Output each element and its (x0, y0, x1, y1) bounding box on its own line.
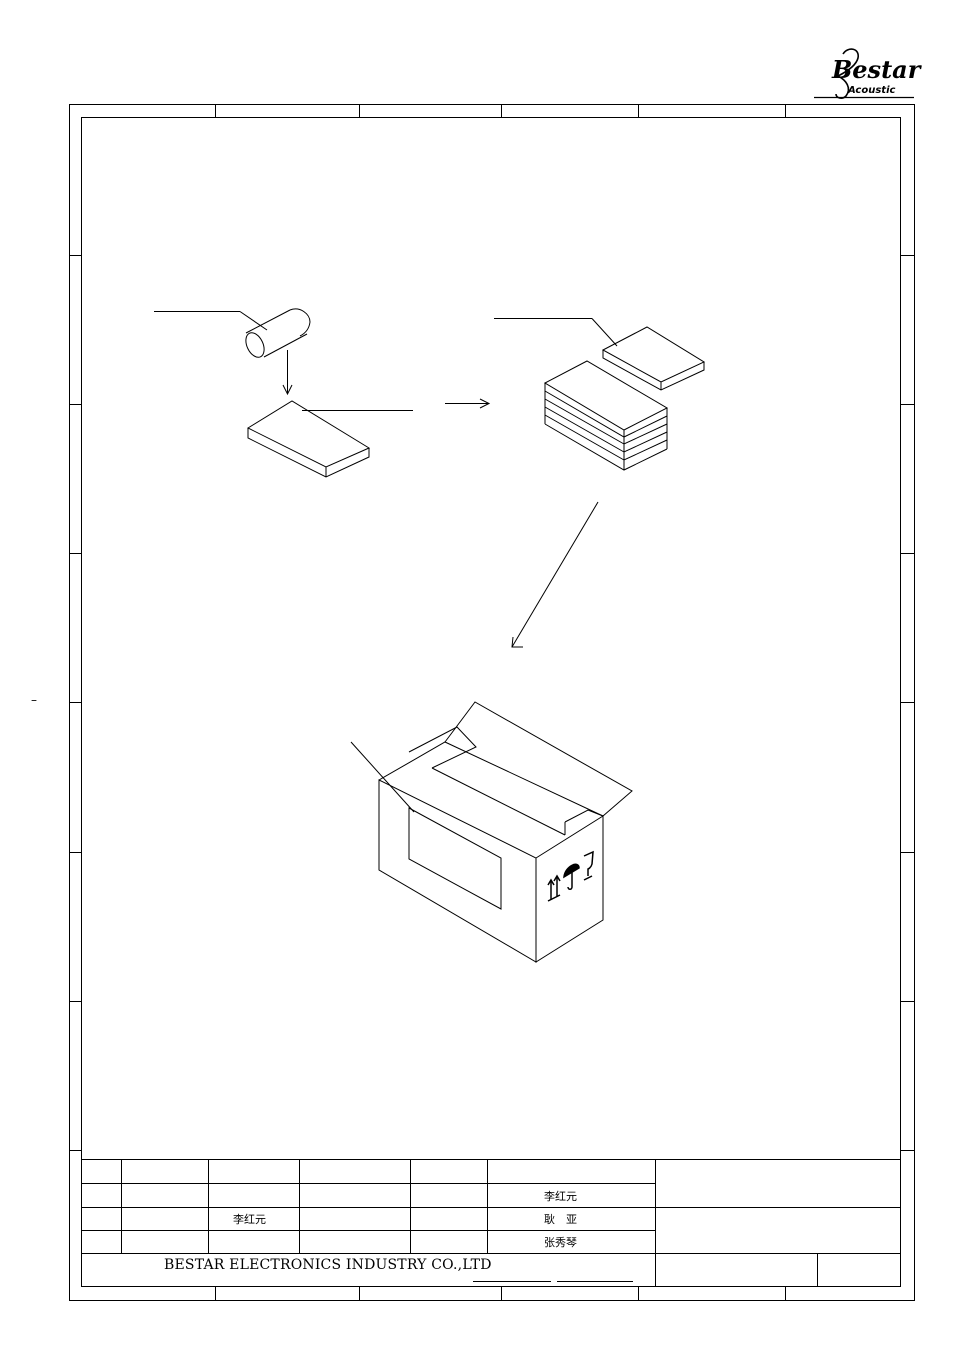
margin-mark: – (31, 693, 37, 707)
box-stack-icon (494, 318, 706, 471)
fragile-glass-icon (583, 850, 594, 881)
outer-frame (69, 104, 915, 1301)
arrow-down-icon (282, 350, 293, 396)
carton-icon (350, 701, 633, 963)
arrow-diagonal-icon (511, 501, 599, 648)
zone-ticks (69, 104, 914, 1300)
inner-frame (81, 117, 901, 1287)
checker-name: 耿 亚 (544, 1213, 577, 1226)
logo-brand: Bestar (832, 55, 921, 84)
company-name: BESTAR ELECTRONICS INDUSTRY CO.,LTD (164, 1257, 492, 1273)
reel-icon (154, 308, 311, 358)
title-block (81, 1159, 901, 1287)
keep-dry-umbrella-icon (563, 863, 580, 890)
approver-name: 张秀琴 (544, 1236, 577, 1249)
this-way-up-icon (547, 874, 561, 902)
designer-name: 李红元 (233, 1213, 266, 1226)
logo-subtitle: Acoustic (848, 85, 896, 96)
arrow-right-icon (445, 398, 491, 409)
logo-graphic (814, 48, 914, 99)
reviewer-name: 李红元 (544, 1190, 577, 1203)
single-box-icon (246, 400, 413, 478)
